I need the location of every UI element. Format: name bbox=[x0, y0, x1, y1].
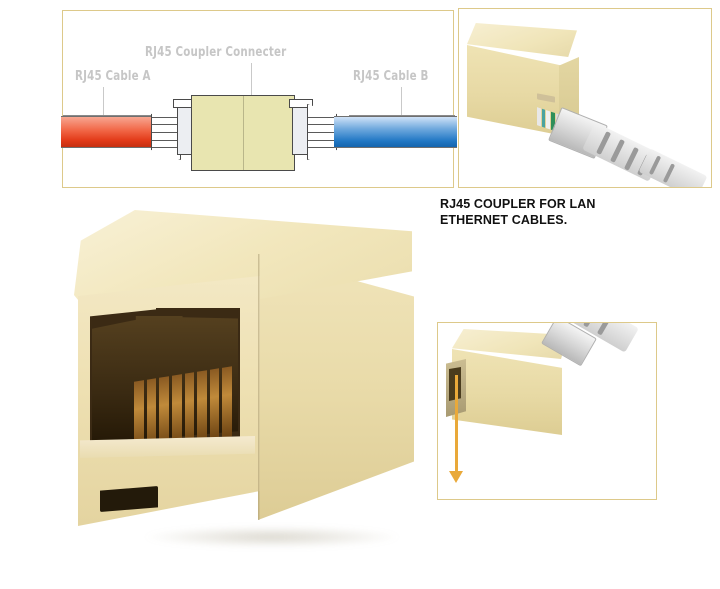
caption-line-2: ETHERNET CABLES. bbox=[440, 213, 568, 227]
annotation-arrow-shaft bbox=[455, 375, 458, 473]
cable-a bbox=[61, 116, 153, 148]
photo-bottom-stage bbox=[438, 323, 656, 499]
schematic-panel: RJ45 Cable A RJ45 Coupler Connecter RJ45… bbox=[61, 10, 457, 188]
coupler-seam bbox=[243, 96, 244, 170]
rj45-plug-b bbox=[292, 107, 309, 155]
cable-a-top-rule bbox=[63, 115, 163, 116]
annotation-arrow-head-icon bbox=[449, 471, 463, 483]
coupler-side-face-2 bbox=[452, 349, 562, 435]
photo-top-stage bbox=[459, 9, 711, 187]
label-rj45-cable-b: RJ45 Cable B bbox=[353, 69, 429, 84]
label-rj45-coupler-connecter: RJ45 Coupler Connecter bbox=[145, 45, 287, 60]
leader-line-cable-a bbox=[103, 87, 104, 115]
cable-b bbox=[334, 116, 457, 148]
leader-line-coupler bbox=[251, 63, 252, 101]
photo-panel-plug-inserted bbox=[458, 8, 712, 188]
hero-front-slot bbox=[100, 486, 158, 512]
photo-panel-arrow-annotation bbox=[437, 322, 657, 500]
plug-latch-b bbox=[289, 99, 313, 108]
strain-relief-boot-b bbox=[307, 104, 337, 160]
product-shadow bbox=[142, 526, 402, 548]
hero-product-photo bbox=[62, 196, 432, 576]
hero-corner-edge bbox=[258, 254, 260, 520]
schematic-stage: RJ45 Cable A RJ45 Coupler Connecter RJ45… bbox=[61, 11, 457, 187]
ethernet-cable-top bbox=[638, 148, 708, 187]
label-rj45-cable-a: RJ45 Cable A bbox=[75, 69, 151, 84]
hero-socket-lower-ledge bbox=[80, 436, 255, 458]
coupler-connector-body bbox=[191, 95, 295, 171]
caption-text: RJ45 COUPLER FOR LAN ETHERNET CABLES. bbox=[440, 196, 690, 228]
cable-b-top-rule bbox=[349, 115, 455, 116]
caption-line-1: RJ45 COUPLER FOR LAN bbox=[440, 197, 596, 211]
leader-line-cable-b bbox=[401, 87, 402, 115]
